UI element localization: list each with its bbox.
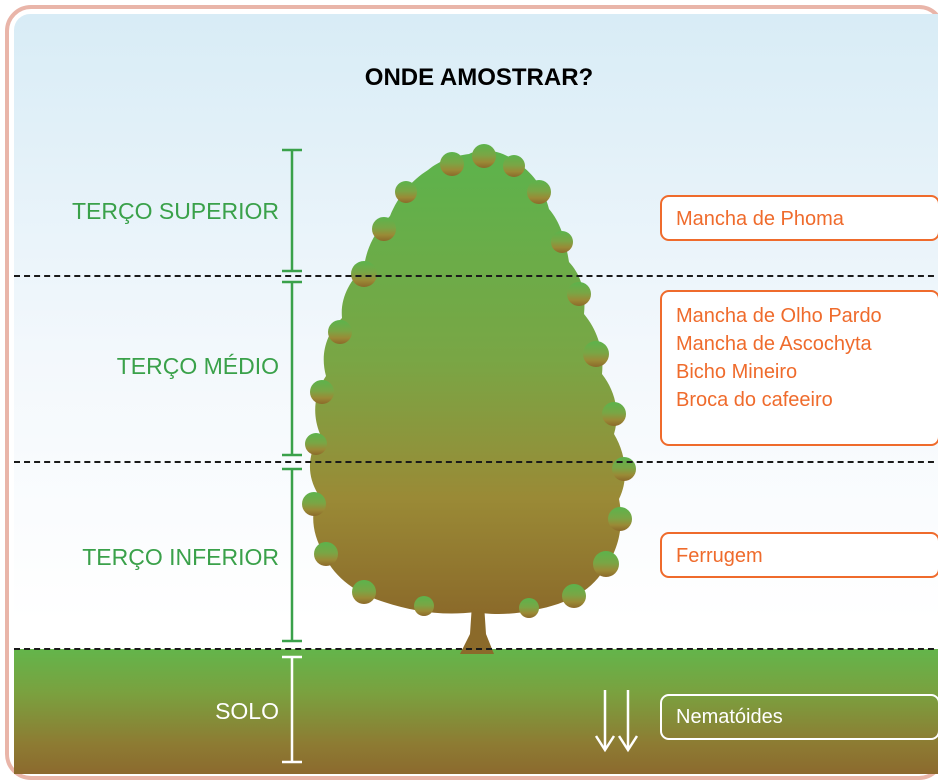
problem-item: Broca do cafeeiro: [676, 389, 833, 411]
problem-item: Mancha de Ascochyta: [676, 333, 872, 355]
box-superior: Mancha de Phoma: [660, 195, 938, 241]
zone-label-inferior: TERÇO INFERIOR: [82, 544, 279, 570]
box-medio: Mancha de Olho Pardo Mancha de Ascochyta…: [660, 290, 938, 446]
tree-trunk: [460, 604, 494, 654]
problem-item: Ferrugem: [676, 545, 763, 567]
down-arrow-icon: [617, 690, 639, 753]
problem-item: Mancha de Olho Pardo: [676, 305, 882, 327]
divider-superior-medio: [14, 275, 938, 277]
tree-canopy: [309, 150, 626, 614]
diagram-panel: ONDE AMOSTRAR?: [14, 14, 938, 774]
problem-item: Bicho Mineiro: [676, 361, 798, 383]
divider-inferior-solo: [14, 648, 938, 650]
problem-item: Nematóides: [676, 706, 783, 728]
down-arrow-icon: [594, 690, 616, 753]
zone-label-solo: SOLO: [215, 698, 279, 724]
solo-bracket: [282, 655, 302, 764]
zone-label-superior: TERÇO SUPERIOR: [71, 198, 279, 224]
tree-foliage-edge: [302, 144, 636, 618]
tree-illustration: [282, 144, 639, 764]
zone-label-medio: TERÇO MÉDIO: [116, 353, 279, 379]
box-solo: Nematóides: [660, 694, 938, 740]
diagram-title: ONDE AMOSTRAR?: [364, 64, 594, 91]
box-inferior: Ferrugem: [660, 532, 938, 578]
soil-area: [14, 649, 938, 774]
zone-brackets: [282, 148, 302, 643]
divider-medio-inferior: [14, 461, 938, 463]
problem-item: Mancha de Phoma: [676, 208, 844, 230]
